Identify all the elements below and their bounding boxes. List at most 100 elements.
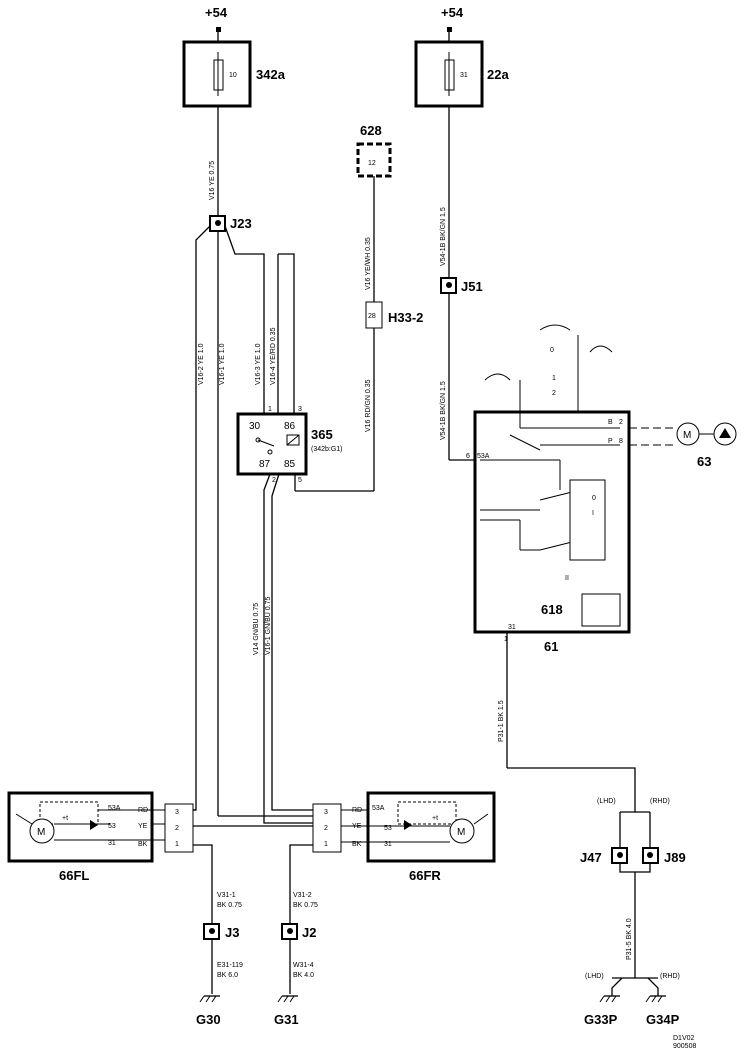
side-rhd-bottom: (RHD) [660, 973, 680, 980]
switch-pos-0: 0 [592, 495, 596, 502]
connector-j2-label: J2 [302, 925, 316, 940]
connector-j3-label: J3 [225, 925, 239, 940]
wiper-icon-1 [484, 373, 511, 381]
wire-v54-label: V54-1B BK/GN 1.5 [440, 207, 447, 266]
wiper-66fr-rd: RD [352, 807, 362, 814]
relay-pin-3: 3 [298, 406, 302, 413]
fuse-342a-label: 342a [256, 67, 286, 82]
wiper-66fl-thermo: +t [62, 815, 68, 822]
wiper-66fr-label: 66FR [409, 868, 441, 883]
supply-left-label: +54 [205, 5, 228, 20]
connector-fl-pin1: 1 [175, 841, 179, 848]
connector-j23-label: J23 [230, 216, 252, 231]
wire-v16-yewh-label: V16 YE/WH 0.35 [365, 237, 372, 290]
wiper-66fr-motor [449, 818, 475, 844]
switch-pin-p: P [608, 438, 613, 445]
ground-g31-symbol [277, 995, 298, 1003]
ground-g34p-label: G34P [646, 1012, 680, 1027]
switch-pin-6: 6 [466, 453, 470, 460]
supply-right-terminal [447, 27, 452, 32]
wire-v31-1-spec: BK 0.75 [217, 902, 242, 909]
wire-v16-4-label: V16-4 YE/RD 0.35 [270, 327, 277, 385]
footer-code-1: D1V02 [673, 1035, 695, 1042]
connector-fl-pin2: 2 [175, 825, 179, 832]
wiper-66fl-53: 53 [108, 823, 116, 830]
connector-fl [164, 803, 194, 853]
wiper-66fl-31: 31 [108, 840, 116, 847]
relay-365-label: 365 [311, 427, 333, 442]
sensor-618-box [581, 593, 621, 627]
relay-365-sub: (342b:G1) [311, 446, 343, 453]
switch-pos-i: I [592, 510, 594, 517]
wire-v54-1b-label: V54-1B BK/GN 1.5 [440, 381, 447, 440]
wiper-66fr-m: M [457, 827, 465, 838]
relay-pin-5: 5 [298, 477, 302, 484]
fuse-22a-number: 31 [460, 72, 468, 79]
switch-pin-31: 31 [508, 624, 516, 631]
motor-63-label: 63 [697, 454, 711, 469]
wire-v31-2-spec: BK 0.75 [293, 902, 318, 909]
module-628-box [356, 142, 392, 178]
wiper-pos-1: 1 [552, 375, 556, 382]
connector-j51-label: J51 [461, 279, 483, 294]
relay-pin-1: 1 [268, 406, 272, 413]
side-lhd-bottom: (LHD) [585, 973, 604, 980]
wiper-66fl-motor [29, 818, 55, 844]
wiper-66fl-53a: 53A [108, 805, 121, 812]
wiper-icon-0 [539, 324, 571, 331]
ground-g34p-symbol [645, 995, 666, 1003]
ground-g30-symbol [199, 995, 220, 1003]
connector-fr-pin1: 1 [324, 841, 328, 848]
wiper-66fl-ye: YE [138, 823, 148, 830]
module-628-pin: 12 [368, 160, 376, 167]
switch-pin-8: 8 [619, 438, 623, 445]
wire-v16-3-label: V16-3 YE 1.0 [255, 343, 262, 385]
ground-g33p-label: G33P [584, 1012, 618, 1027]
wiper-66fr-53a: 53A [372, 805, 385, 812]
wiper-66fr-31: 31 [384, 841, 392, 848]
wire-v31-1-label: V31-1 [217, 892, 236, 899]
connector-fr-pin3: 3 [324, 809, 328, 816]
wiper-66fl-m: M [37, 827, 45, 838]
switch-pin-1: 1 [504, 636, 508, 643]
wire-v14-label: V14 GN/BU 0.75 [253, 603, 260, 655]
fuse-22a-label: 22a [487, 67, 509, 82]
wire-e31-label: E31-119 [217, 962, 243, 969]
switch-pos-ii: II [565, 575, 569, 582]
wire-e31-spec: BK 6.0 [217, 972, 238, 979]
wiper-icon-2 [589, 345, 613, 353]
wire-v16-2-label: V16-2 YE 1.0 [198, 343, 205, 385]
switch-pin-b: B [608, 419, 613, 426]
wiper-66fr-bk: BK [352, 841, 362, 848]
connector-h33-2-pin: 28 [368, 313, 376, 320]
ground-g31-label: G31 [274, 1012, 299, 1027]
motor-63-m: M [683, 430, 691, 441]
supply-left-terminal [216, 27, 221, 32]
ground-g33p-symbol [599, 995, 620, 1003]
relay-pin-87: 87 [259, 459, 271, 470]
wire-v16-1b-label: V16-1 GN/BU 0.75 [265, 597, 272, 655]
switch-61-contact [509, 434, 541, 451]
connector-h33-2-label: H33-2 [388, 310, 423, 325]
connector-fr [312, 803, 342, 853]
wiper-66fr-ye: YE [352, 823, 362, 830]
relay-pin-30: 30 [249, 421, 261, 432]
side-rhd-top: (RHD) [650, 798, 670, 805]
wire-w31-spec: BK 4.0 [293, 972, 314, 979]
switch-61-inner [569, 479, 606, 561]
fuse-342a-number: 10 [229, 72, 237, 79]
ground-g30-label: G30 [196, 1012, 221, 1027]
wiper-66fl-label: 66FL [59, 868, 89, 883]
footer-code-2: 900508 [673, 1043, 696, 1050]
wire-w31-label: W31-4 [293, 962, 314, 969]
switch-pin-2: 2 [619, 419, 623, 426]
switch-pin-53a: 53A [477, 453, 490, 460]
relay-pin-2: 2 [272, 477, 276, 484]
wiper-pos-0: 0 [550, 347, 554, 354]
wiper-66fr-53: 53 [384, 825, 392, 832]
wiper-66fl-bk: BK [138, 841, 148, 848]
switch-61-label: 61 [544, 639, 558, 654]
module-628-label: 628 [360, 123, 382, 138]
side-lhd-top: (LHD) [597, 798, 616, 805]
